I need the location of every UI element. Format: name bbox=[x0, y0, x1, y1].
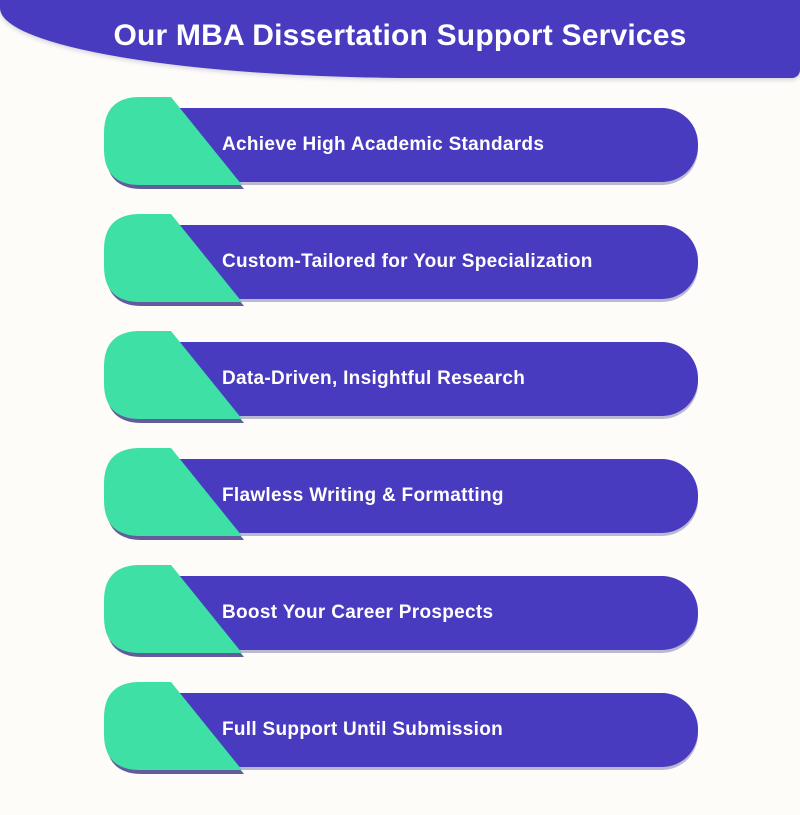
page-title: Our MBA Dissertation Support Services bbox=[113, 19, 687, 52]
service-label: Achieve High Academic Standards bbox=[222, 134, 545, 155]
teal-accent-shape bbox=[104, 214, 242, 302]
teal-accent-shape bbox=[104, 331, 242, 419]
teal-accent-shape bbox=[104, 682, 242, 770]
service-row: Boost Your Career Prospects bbox=[0, 565, 800, 657]
teal-accent-shape bbox=[104, 565, 242, 653]
teal-accent-shape bbox=[104, 448, 242, 536]
service-row: Data-Driven, Insightful Research bbox=[0, 331, 800, 423]
header-banner: Our MBA Dissertation Support Services bbox=[0, 0, 800, 78]
service-row: Achieve High Academic Standards bbox=[0, 97, 800, 189]
service-label: Boost Your Career Prospects bbox=[222, 602, 494, 623]
service-row: Flawless Writing & Formatting bbox=[0, 448, 800, 540]
service-label: Flawless Writing & Formatting bbox=[222, 485, 504, 506]
service-label: Data-Driven, Insightful Research bbox=[222, 368, 526, 389]
service-row: Full Support Until Submission bbox=[0, 682, 800, 774]
teal-accent-shape bbox=[104, 97, 242, 185]
service-label: Custom-Tailored for Your Specialization bbox=[222, 251, 593, 272]
service-row: Custom-Tailored for Your Specialization bbox=[0, 214, 800, 306]
service-label: Full Support Until Submission bbox=[222, 719, 504, 740]
services-list: Achieve High Academic Standards Custom-T… bbox=[0, 78, 800, 774]
